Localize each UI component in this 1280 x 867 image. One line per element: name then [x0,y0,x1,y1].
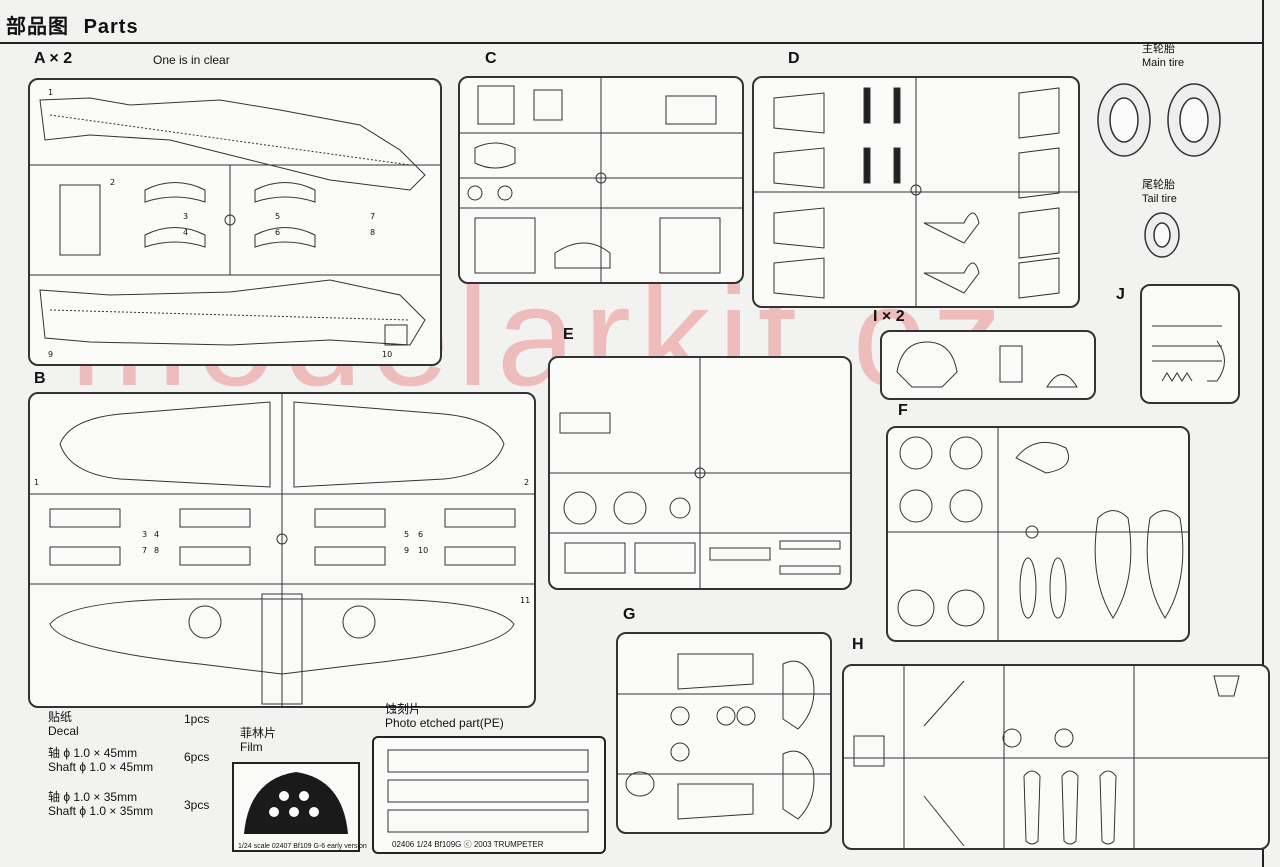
pe-caption: 02406 1/24 Bf109G ⓒ 2003 TRUMPETER [392,840,544,849]
main-tire-drawing [1097,83,1221,157]
sprue-j-frame [1140,284,1240,404]
tail-tire-drawing [1144,212,1180,258]
sprue-i-drawing [896,341,1078,388]
frame-top [0,42,1262,44]
sprue-e-drawing [550,358,850,588]
part-b-5: 5 [404,530,410,539]
sprue-h-frame [842,664,1270,850]
sprue-h-drawing [844,666,1268,848]
part-a-2: 2 [110,178,116,187]
sprue-g-label: G [623,606,636,623]
sprue-j-drawing [1152,325,1225,382]
sprue-c-drawing [460,78,742,282]
part-a-5: 5 [275,212,281,221]
part-b-8: 8 [154,546,160,555]
sprue-g-drawing [618,653,830,820]
sprue-c-label: C [485,50,497,67]
sprue-g-frame [616,632,832,834]
film-caption: 1/24 scale 02407 Bf109 G-6 early version [238,843,367,850]
frame-right [1262,0,1264,867]
part-a-9: 9 [48,350,54,359]
page-title: 部品图 Parts [6,10,139,39]
sprue-f-label: F [898,402,908,419]
part-a-3: 3 [183,212,189,221]
pe-parts-drawing [387,749,589,833]
sprue-a-label: A × 2 [34,50,73,67]
sprue-c-frame [458,76,744,284]
title-cn: 部品图 [6,16,69,38]
film-instrument-panel [244,772,348,834]
sprue-e-frame [548,356,852,590]
part-b-9: 9 [404,546,410,555]
sprue-a-drawing [30,97,440,346]
pe-fret: 02406 1/24 Bf109G ⓒ 2003 TRUMPETER [372,736,606,854]
sprue-d-drawing [754,78,1078,306]
sprue-f-frame [886,426,1190,642]
part-a-1: 1 [48,88,54,97]
part-b-11: 11 [520,596,531,605]
part-b-10: 10 [418,546,429,555]
sprue-b-drawing [30,394,534,706]
part-a-7: 7 [370,212,376,221]
decal-qty: 1pcs [184,712,210,726]
film-panel: 1/24 scale 02407 Bf109 G-6 early version [232,762,367,852]
part-b-3: 3 [142,530,148,539]
sprue-b-frame: 1 2 3 4 5 6 7 8 9 10 11 [28,392,536,708]
part-a-4: 4 [183,228,189,237]
part-a-10: 10 [382,350,393,359]
part-b-4: 4 [154,530,160,539]
sprue-h-label: H [852,636,864,653]
sprue-f-drawing [888,428,1188,640]
part-a-8: 8 [370,228,376,237]
shaft45-qty: 6pcs [184,750,210,764]
sprue-d-label: D [788,50,800,67]
sprue-i-label: I × 2 [873,308,905,325]
sprue-b-label: B [34,370,46,387]
part-a-6: 6 [275,228,281,237]
sprue-i-frame [880,330,1096,400]
sprue-a-note: One is in clear [153,53,230,67]
part-b-6: 6 [418,530,424,539]
title-en: Parts [83,16,139,38]
sprue-j-label: J [1116,286,1125,303]
sprue-a-frame: 1 2 3 4 5 6 7 8 9 10 [28,78,442,366]
sprue-e-label: E [563,326,574,343]
shaft35-qty: 3pcs [184,798,210,812]
part-b-7: 7 [142,546,148,555]
part-b-2: 2 [524,478,530,487]
sprue-d-frame [752,76,1080,308]
part-b-1: 1 [34,478,40,487]
